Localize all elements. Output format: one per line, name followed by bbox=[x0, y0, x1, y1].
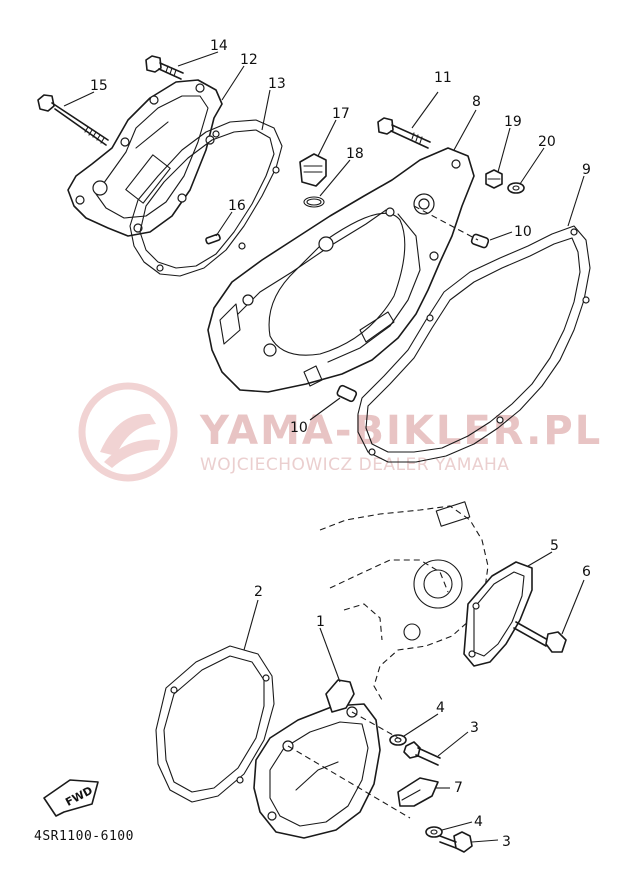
part-5-cover-plate bbox=[463, 561, 533, 667]
part-11-bolt bbox=[377, 117, 431, 149]
watermark-title: YAMA-BIKLER.PL bbox=[199, 408, 602, 454]
callout-1: 1 bbox=[316, 614, 325, 630]
callout-4-upper: 4 bbox=[436, 700, 445, 716]
watermark-logo bbox=[78, 382, 178, 482]
part-15-bolt bbox=[37, 94, 109, 146]
watermark-subtitle: WOJCIECHOWICZ DEALER YAMAHA bbox=[200, 455, 509, 475]
callout-2: 2 bbox=[254, 584, 263, 600]
callout-3-upper: 3 bbox=[470, 720, 479, 736]
callout-16: 16 bbox=[228, 198, 246, 214]
callout-14: 14 bbox=[210, 38, 228, 54]
callout-10-upper: 10 bbox=[514, 224, 532, 240]
callout-11: 11 bbox=[434, 70, 452, 86]
part-3-bolt-lower bbox=[439, 831, 473, 853]
part-7-bracket bbox=[397, 777, 439, 807]
callout-17: 17 bbox=[332, 106, 350, 122]
part-20-washer bbox=[507, 182, 525, 194]
callout-18: 18 bbox=[346, 146, 364, 162]
fwd-arrow-icon: FWD bbox=[43, 779, 99, 817]
diagram-code: 4SR1100-6100 bbox=[34, 829, 134, 844]
part-4-washer-lower bbox=[425, 826, 443, 838]
part-2-gasket bbox=[155, 645, 275, 803]
part-17-filler-plug bbox=[299, 153, 327, 187]
leader-lines bbox=[63, 51, 585, 843]
part-18-o-ring bbox=[303, 196, 325, 208]
callout-4-lower: 4 bbox=[474, 814, 483, 830]
callout-15: 15 bbox=[90, 78, 108, 94]
callout-20: 20 bbox=[538, 134, 556, 150]
part-13-gasket bbox=[129, 119, 283, 277]
part-16-dowel bbox=[205, 233, 221, 245]
part-1-clutch-cover bbox=[253, 679, 381, 839]
part-10-dowel-upper bbox=[470, 233, 490, 249]
part-12-outer-cover bbox=[67, 79, 223, 237]
part-3-bolt-upper bbox=[403, 741, 441, 766]
callout-6: 6 bbox=[582, 564, 591, 580]
callout-19: 19 bbox=[504, 114, 522, 130]
part-10-dowel-lower bbox=[336, 384, 358, 403]
callout-7: 7 bbox=[454, 780, 463, 796]
part-14-bolt bbox=[145, 55, 184, 80]
part-9-gasket bbox=[357, 225, 591, 463]
part-4-washer-upper bbox=[389, 734, 407, 746]
engine-outline bbox=[319, 501, 489, 701]
part-6-bolt bbox=[513, 621, 567, 653]
callout-12: 12 bbox=[240, 52, 258, 68]
part-8-crankcase-cover bbox=[207, 147, 475, 393]
callout-8: 8 bbox=[472, 94, 481, 110]
callouts: 14 12 13 15 17 18 16 11 8 19 20 9 10 10 … bbox=[90, 38, 591, 850]
callout-13: 13 bbox=[268, 76, 286, 92]
callout-9: 9 bbox=[582, 162, 591, 178]
watermark: YAMA-BIKLER.PL WOJCIECHOWICZ DEALER YAMA… bbox=[78, 382, 602, 482]
callout-3-lower: 3 bbox=[502, 834, 511, 850]
part-19-plug bbox=[485, 169, 503, 189]
callout-10-lower: 10 bbox=[290, 420, 308, 436]
callout-5: 5 bbox=[550, 538, 559, 554]
